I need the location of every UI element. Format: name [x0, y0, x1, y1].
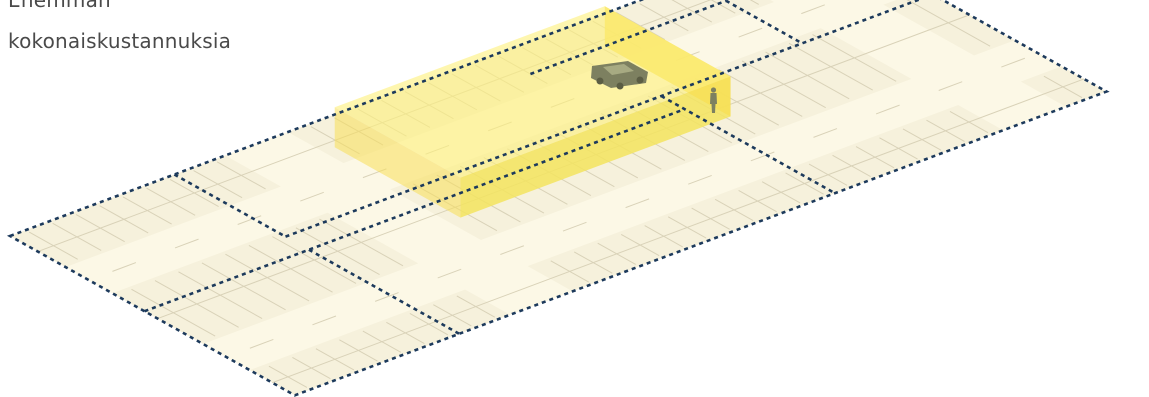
aisle-marking [437, 268, 462, 279]
aisle-marking [562, 221, 587, 232]
plot-border-divider [285, 0, 922, 238]
aisle-marking [688, 174, 712, 185]
stall-center-line [272, 78, 1085, 384]
person-icon [710, 87, 717, 113]
building-roof [334, 6, 731, 178]
aisle-marking [174, 238, 199, 249]
parking-pavement [10, 0, 1107, 396]
aisle-marking [112, 262, 137, 272]
caption-line-1: Enemmän [8, 0, 111, 12]
aisle-marking [1001, 57, 1026, 68]
caption-line-2: kokonaiskustannuksia [8, 29, 232, 53]
figures [591, 61, 717, 113]
aisle-marking [374, 292, 399, 302]
car-wheel [616, 82, 624, 90]
driving-aisle [770, 0, 1066, 131]
aisle-marking [750, 151, 775, 162]
building-left-face [334, 107, 461, 218]
building-front-face [460, 76, 731, 218]
plot-border-divider [660, 94, 836, 195]
car-wheel [596, 77, 604, 85]
aisle-marking [237, 215, 262, 225]
car-roof [603, 64, 634, 75]
aisle-marking [500, 245, 525, 255]
plot-borders [6, 0, 1110, 397]
stall-divider [710, 0, 736, 14]
plot-border-outer [6, 0, 1110, 397]
aisle-marking [300, 191, 324, 202]
person-body [710, 93, 717, 113]
aisle-marking [249, 338, 274, 349]
driving-aisle [225, 132, 573, 315]
car-wheel [636, 76, 644, 84]
aisle-marking [738, 27, 763, 38]
aisle-marking [938, 81, 963, 91]
plot-border-divider [529, 0, 727, 76]
aisle-marking [801, 4, 825, 15]
plot-border-divider [144, 107, 686, 313]
person-head [710, 87, 717, 93]
plot-border-divider [173, 173, 287, 238]
aisle-marking [312, 315, 337, 326]
car-icon [591, 61, 648, 90]
plot-border-divider [722, 0, 803, 45]
aisle-marking [625, 198, 650, 209]
aisle-marking [813, 128, 838, 138]
aisle-marking [875, 104, 900, 115]
lot-surface [10, 0, 1107, 396]
